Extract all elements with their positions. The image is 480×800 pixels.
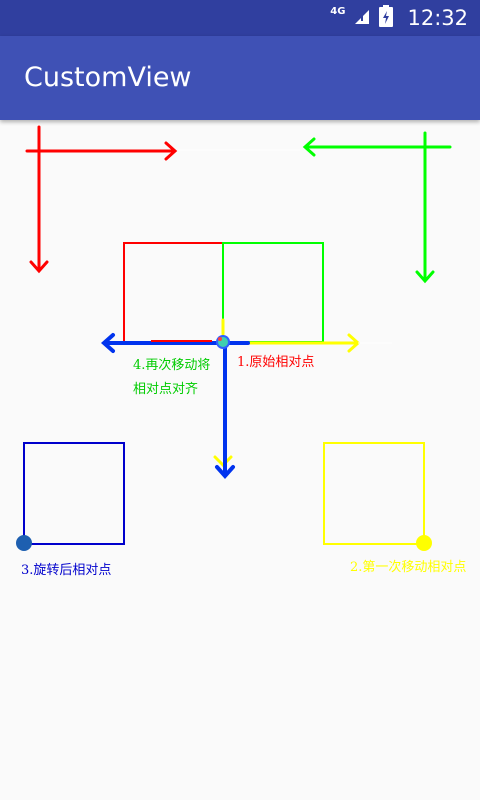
red-axes-top-left [25, 125, 178, 274]
label-second-move-line2: 相对点对齐 [133, 382, 199, 397]
clock: 12:32 [407, 6, 468, 30]
red-rect [123, 242, 224, 343]
status-bar: 4G 12:32 [0, 0, 480, 36]
label-rotated-point: 3.旋转后相对点 [21, 563, 112, 578]
green-y-arrowhead [415, 270, 435, 284]
blue-rotated-rect [23, 442, 125, 545]
green-x-arrowhead [302, 137, 316, 157]
blue-rotated-point [16, 535, 32, 551]
red-y-arrowhead [29, 260, 49, 274]
label-second-move-line1: 4.再次移动将 [133, 358, 211, 373]
network-type: 4G [330, 6, 346, 17]
blue-y-arrowhead [215, 465, 235, 480]
center-point-accent [218, 337, 222, 341]
red-x-arrowhead [164, 141, 178, 161]
app-bar: CustomView [0, 36, 480, 120]
battery-icon [379, 5, 394, 31]
signal-icon [353, 7, 371, 29]
app-title: CustomView [24, 62, 192, 93]
yellow-moved-point [416, 535, 432, 551]
status-icons: 4G 12:32 [330, 0, 468, 36]
custom-view-canvas: 1.原始相对点 4.再次移动将 相对点对齐 3.旋转后相对点 2.第一次移动相对… [0, 120, 480, 800]
blue-x-arrowhead [100, 333, 115, 353]
label-original-point: 1.原始相对点 [237, 355, 315, 370]
drawing-surface [16, 125, 452, 551]
green-axes-top-right [302, 131, 452, 284]
green-rect [222, 242, 324, 343]
label-first-move-point: 2.第一次移动相对点 [350, 560, 467, 575]
yellow-moved-rect [323, 442, 425, 545]
